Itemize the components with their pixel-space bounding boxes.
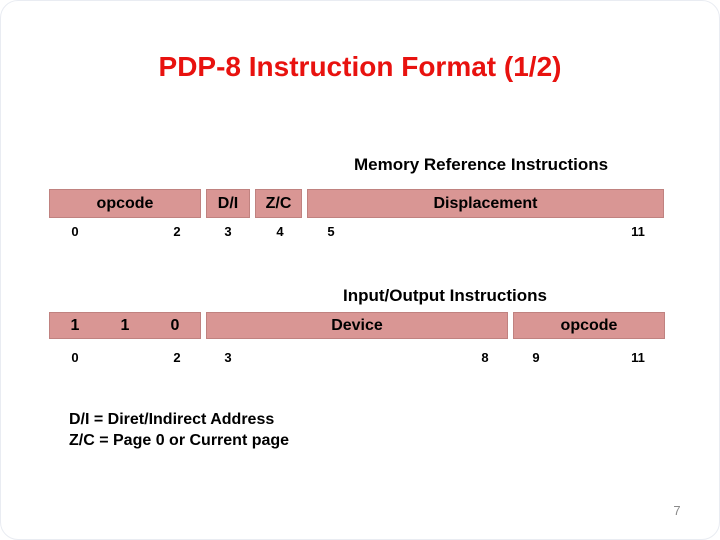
io-bit-marker-8: 8 xyxy=(481,350,489,365)
io-prefix-bit-3: 0 xyxy=(170,316,180,334)
mri-field-zc: Z/C xyxy=(255,189,302,218)
io-bit-marker-11: 11 xyxy=(631,350,645,365)
mri-bit-marker-4: 4 xyxy=(276,224,284,239)
io-bit-marker-9: 9 xyxy=(532,350,540,365)
slide-title: PDP-8 Instruction Format (1/2) xyxy=(158,51,562,82)
footnote-zc: Z/C = Page 0 or Current page xyxy=(69,432,290,449)
io-bit-marker-3: 3 xyxy=(224,350,232,365)
page-number: 7 xyxy=(673,503,681,518)
io-field-device: Device xyxy=(206,312,508,339)
io-bit-marker-2: 2 xyxy=(173,350,181,365)
mri-bit-marker-5: 5 xyxy=(327,224,335,239)
mri-field-opcode: opcode xyxy=(49,189,201,218)
footnote-di: D/I = Diret/Indirect Address xyxy=(69,411,275,428)
mri-bit-marker-2: 2 xyxy=(173,224,181,239)
mri-field-di: D/I xyxy=(206,189,250,218)
mri-bit-marker-3: 3 xyxy=(224,224,232,239)
io-prefix-bits-box: 1 1 0 xyxy=(49,312,201,339)
io-prefix-bit-2: 1 xyxy=(120,316,130,334)
footnote-block: D/I = Diret/Indirect Address Z/C = Page … xyxy=(69,409,289,451)
mri-field-displacement: Displacement xyxy=(307,189,664,218)
io-bit-marker-0: 0 xyxy=(71,350,79,365)
memory-reference-heading: Memory Reference Instructions xyxy=(354,155,609,174)
io-field-opcode: opcode xyxy=(513,312,665,339)
mri-bit-marker-0: 0 xyxy=(71,224,79,239)
mri-bit-marker-11: 11 xyxy=(631,224,645,239)
io-prefix-bit-1: 1 xyxy=(70,316,80,334)
io-heading: Input/Output Instructions xyxy=(343,286,547,305)
